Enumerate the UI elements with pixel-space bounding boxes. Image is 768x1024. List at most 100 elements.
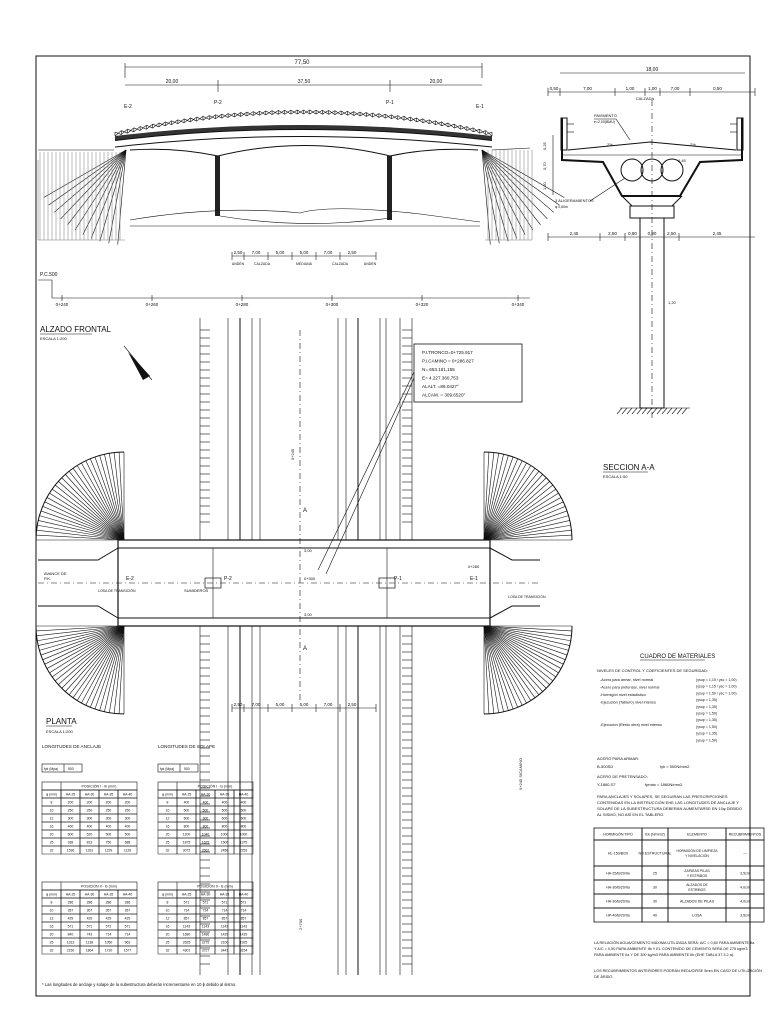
- railing-brace: [322, 110, 329, 115]
- elev-dim-left: 20,00: [166, 79, 179, 85]
- slope-line: [481, 149, 560, 206]
- slope-line: [42, 506, 125, 541]
- slope-line: [42, 625, 125, 660]
- slope-line: [55, 484, 125, 541]
- slope-line: [483, 625, 569, 651]
- table-value: 250: [68, 809, 74, 813]
- slope-line: [104, 454, 125, 541]
- slope-line: [36, 534, 125, 541]
- slope-line: [483, 625, 543, 692]
- slope-line: [483, 524, 571, 541]
- sec-top-dim: 7,00: [671, 86, 680, 91]
- hatch: [631, 407, 638, 415]
- hatch: [676, 407, 683, 415]
- railing-brace: [485, 131, 493, 135]
- param-label: fyk (Mpa): [44, 767, 58, 771]
- table-value: 714: [241, 909, 247, 913]
- railing-brace: [391, 115, 398, 120]
- slope-line: [108, 149, 127, 244]
- table-cell: [233, 845, 254, 855]
- slope-line: [55, 625, 125, 682]
- table-col-header: φ (mm): [46, 893, 57, 897]
- slope-line: [481, 149, 534, 231]
- table-col-header: HA-35: [220, 893, 230, 897]
- sec-top-dim: 0,50: [550, 86, 559, 91]
- table-value: 520: [87, 833, 93, 837]
- slope-line: [104, 625, 125, 712]
- table-value: 357: [125, 909, 131, 913]
- mat-value: HA-30/B/20/IIa: [606, 886, 630, 890]
- plan-road-lines: [199, 318, 413, 975]
- slope-line: [85, 460, 125, 541]
- slope-line: [483, 529, 572, 541]
- mat-value: 30: [653, 886, 657, 890]
- mat-value: —: [743, 852, 747, 856]
- table-value: 800: [203, 825, 209, 829]
- railing-brace: [146, 123, 153, 130]
- table-value: 10: [166, 909, 170, 913]
- slope-line: [54, 149, 127, 213]
- sec-side-dim-0: 0,25: [542, 141, 547, 150]
- sec-top-dim: 0,50: [713, 86, 722, 91]
- table-value: 2253: [240, 849, 248, 853]
- mat-value: HORMIGÓN DE LIMPIEZA: [676, 848, 718, 853]
- plan-station-right: 0+280: [468, 564, 480, 569]
- sec-bottom-dim: 0,80: [648, 231, 657, 236]
- mat-note-1: PARA ANCLAJES Y SOLAPES, SE SEGUIRAN LAS…: [597, 794, 728, 799]
- hatch: [681, 407, 688, 415]
- table-value: 286: [106, 901, 112, 905]
- slope-line: [483, 515, 569, 541]
- slope-line: [483, 625, 518, 708]
- slope-line: [99, 625, 125, 711]
- mat-value: ZAPATAS PILAS: [684, 869, 710, 873]
- slope-line: [483, 625, 566, 660]
- slope-line: [118, 625, 125, 714]
- railing-brace: [253, 110, 260, 116]
- table-value: 429: [87, 917, 93, 921]
- table-value: 800: [241, 825, 247, 829]
- slope-line: [483, 460, 523, 541]
- slope-line: [44, 625, 125, 665]
- table-value: 571: [184, 901, 190, 905]
- slope-line: [49, 625, 125, 674]
- mat-value: ESTRIBOS: [688, 888, 706, 892]
- table-value: 400: [184, 801, 190, 805]
- elev-bottom-label: ANDÉN: [232, 261, 245, 266]
- table-value: 12: [50, 817, 54, 821]
- elev-bottom-label: CALZADA: [254, 262, 271, 266]
- mat-bottom-2: Y A/C = 0,50 PARA AMBIENTE IIb Y EL CONT…: [594, 947, 747, 951]
- table-value: 3441: [221, 949, 229, 953]
- table-value: 500: [241, 809, 247, 813]
- slope-arc: [483, 625, 573, 715]
- slope-line: [68, 471, 125, 541]
- railing-brace: [359, 112, 367, 117]
- plan-dim-v2: 3,00: [304, 612, 313, 617]
- elev-bottom-dim: 2,50: [234, 250, 243, 255]
- elev-abutment-right: [481, 149, 565, 245]
- table-value: 500: [125, 833, 131, 837]
- table-value: 1331: [86, 849, 94, 853]
- table-value: 16: [50, 925, 54, 929]
- mat-item-left: -Acero para pretensar, nivel normal: [600, 686, 659, 690]
- railing-brace: [366, 112, 373, 117]
- table-value: 4301: [183, 949, 191, 953]
- sec-bottom-dim: 2,45: [570, 231, 579, 236]
- sec-top-dim: 1,00: [648, 86, 657, 91]
- railing-brace: [466, 127, 474, 131]
- slope-line: [65, 625, 125, 692]
- slope-line: [483, 625, 559, 674]
- sec-slope-left: 2%: [607, 142, 613, 147]
- mat-value: 4,0cm: [740, 886, 750, 890]
- plan-label-p2: P-2: [224, 576, 232, 582]
- slope-line: [483, 625, 570, 646]
- table-col-header: HA-35: [104, 893, 114, 897]
- sec-scale: ESCALA 1:50: [603, 474, 628, 479]
- mat-value: 4,0cm: [740, 900, 750, 904]
- table-value: 16: [166, 925, 170, 929]
- table-value: 1229: [105, 849, 113, 853]
- railing-brace: [215, 113, 222, 120]
- table-value: 600: [184, 817, 190, 821]
- railing-brace: [378, 113, 386, 118]
- slope-line: [76, 625, 125, 701]
